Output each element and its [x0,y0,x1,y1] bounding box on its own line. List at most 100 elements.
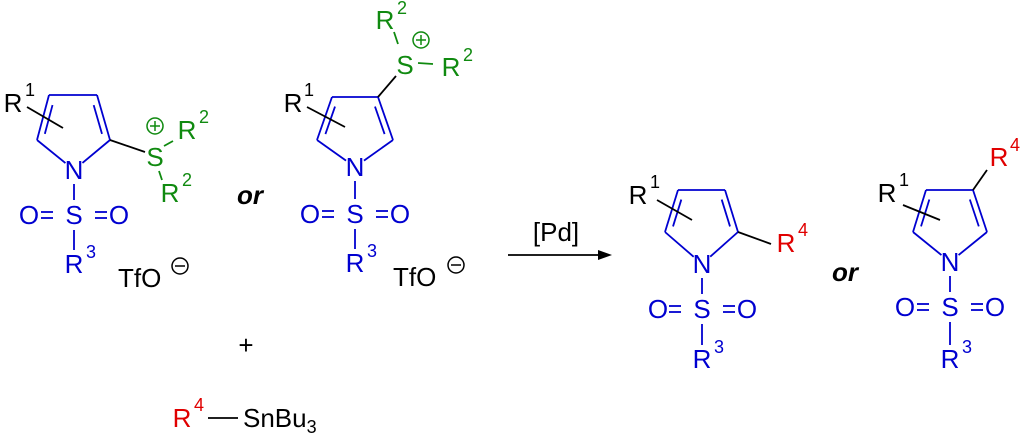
ring-double-bond [374,106,386,135]
arrow-head-icon [598,250,612,260]
reactant-3-sulfonium-pyrrole: R 1 N S O O R 3 TfO S R 2 R 2 [284,0,473,292]
tributyltin-subscript: 3 [307,417,317,437]
r4-superscript: 4 [194,395,204,415]
r2-lower-superscript: 2 [182,170,192,190]
r3-label: R [65,249,84,279]
oxygen-right: O [390,199,410,229]
r1-superscript: 1 [650,172,660,192]
r1-bond [26,106,64,129]
r1-bond [306,106,346,128]
r1-bond [902,204,941,221]
ring-bond [377,96,394,141]
ring-bond [316,139,347,162]
r1-superscript: 1 [25,80,35,100]
ring-bond [363,139,394,162]
ring-bond [724,189,739,233]
ring-bond [96,94,111,141]
ring-double-bond [92,104,103,135]
r3-superscript: 3 [714,337,724,357]
r2-upper-label: R [178,115,197,145]
r2-right-superscript: 2 [463,45,473,65]
sulfonium-sulfur: S [146,142,163,172]
c-r4-bond [737,231,772,245]
r2-right-label: R [442,52,461,82]
r4-label: R [173,403,192,433]
product-3-substituted-pyrrole: R 1 N S O O R 3 R 4 [878,135,1020,374]
oxygen-left: O [19,200,39,230]
ring-bond [957,231,988,256]
ring-double-bond [672,199,683,227]
sulfonyl-sulfur: S [693,294,710,324]
positive-charge-icon [146,117,164,135]
ring-bond [912,231,943,256]
positive-charge-icon [412,31,430,49]
reactant-2-sulfonium-pyrrole: R 1 N S O O R 3 TfO S R 2 R 2 [4,80,209,293]
ring-bond [972,189,988,233]
nitrogen-atom: N [693,249,712,279]
r1-superscript: 1 [304,80,314,100]
r2-top-superscript: 2 [397,0,407,18]
r4-label: R [777,228,796,258]
s-r2-bond [417,62,434,65]
nitrogen-atom: N [65,155,84,185]
sulfonyl-sulfur: S [346,199,363,229]
s-r2-bond [393,31,399,45]
ring-double-bond [920,199,931,227]
tributyltin-text: SnBu [243,403,307,433]
r3-label: R [941,344,960,374]
ring-bond [36,94,50,141]
ring-bond [316,96,333,141]
r2-upper-superscript: 2 [199,107,209,127]
r2-lower-label: R [161,178,180,208]
negative-charge-icon [447,256,465,274]
ring-double-bond [968,199,980,227]
ring-bond [81,139,111,164]
bonds [26,31,988,419]
ring-bond [664,231,695,258]
ring-bond [36,139,67,164]
r3-superscript: 3 [86,242,96,262]
product-2-substituted-pyrrole: R 1 N S O O R 3 R 4 [629,172,808,374]
tributyltin-label: SnBu3 [243,403,317,437]
or-connector: or [237,180,265,210]
organostannane-reagent: R 4 SnBu3 [173,395,317,437]
nitrogen-atom: N [346,152,365,182]
oxygen-left: O [300,199,320,229]
r4-superscript: 4 [798,220,808,240]
c-s-bond [377,75,397,98]
r4-label: R [990,142,1009,172]
r1-label: R [878,178,897,208]
oxygen-right: O [737,294,757,324]
oxygen-left: O [648,294,668,324]
sulfonyl-sulfur: S [941,292,958,322]
s-r2-bond [158,170,163,181]
catalyst-label: [Pd] [533,217,579,247]
negative-charge-icon [171,257,189,275]
nitrogen-atom: N [941,247,960,277]
or-connector: or [832,257,860,287]
ring-double-bond [720,199,731,227]
ring-double-bond [324,106,336,135]
r1-label: R [629,180,648,210]
reaction-arrow: [Pd] [533,217,612,260]
triflate-counterion: TfO [118,263,161,293]
r3-label: R [693,344,712,374]
sulfonyl-sulfur: S [65,200,82,230]
plus-sign: + [238,330,253,360]
c-r4-bond [972,169,988,191]
c-s-bond [109,139,146,153]
oxygen-right: O [109,200,129,230]
oxygen-right: O [985,292,1005,322]
r4-superscript: 4 [1010,135,1020,155]
s-r2-bond [163,140,174,147]
r1-label: R [4,88,23,118]
ring-bond [664,189,679,233]
r2-top-label: R [376,5,395,35]
r1-bond [656,199,693,221]
r3-superscript: 3 [367,241,377,261]
r3-label: R [346,248,365,278]
r3-superscript: 3 [962,337,972,357]
oxygen-left: O [895,292,915,322]
sulfonium-sulfur: S [396,50,413,80]
r1-label: R [284,88,303,118]
